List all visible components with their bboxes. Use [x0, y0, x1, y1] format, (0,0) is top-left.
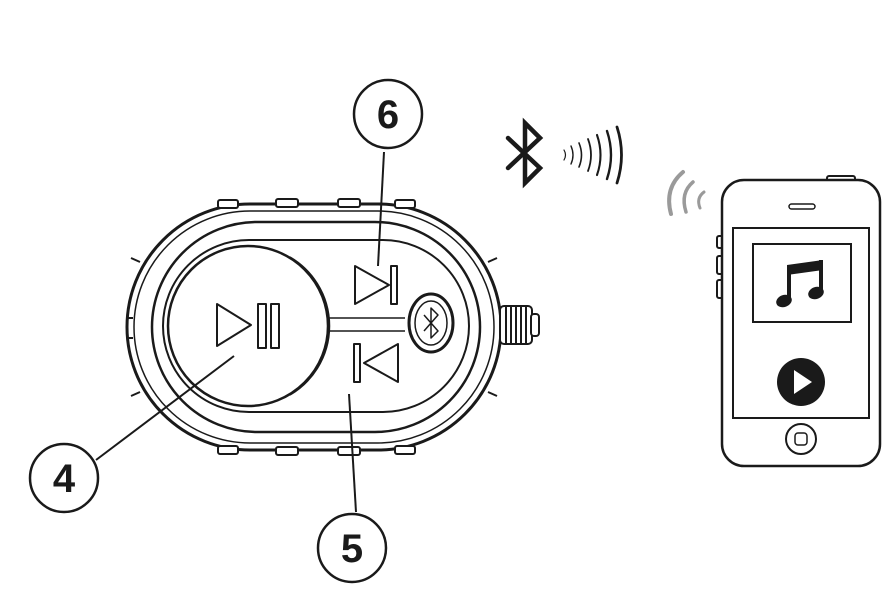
- album-art-box: [752, 243, 852, 323]
- cable-connector: [499, 305, 540, 345]
- play-icon: [794, 370, 812, 394]
- next-track-icon[interactable]: [354, 265, 398, 305]
- play-pause-button-rim: [289, 256, 331, 396]
- bluetooth-signal: [505, 117, 623, 189]
- bluetooth-icon: [505, 117, 544, 189]
- callout-leaders: [95, 151, 385, 513]
- signal-waves-icon: [563, 125, 623, 185]
- phone-signal-icon: [667, 170, 706, 216]
- leader-line-6: [377, 151, 385, 267]
- play-button[interactable]: [777, 358, 825, 406]
- callout-4-number: 4: [53, 457, 76, 501]
- callout-5-number: 5: [341, 527, 363, 571]
- remote-frame-ridge: [133, 210, 495, 444]
- remote-bottom-bumps: [217, 445, 416, 456]
- remote-button-panel: [162, 239, 470, 413]
- callout-5: 5: [316, 512, 388, 584]
- phone-screen: [732, 227, 870, 419]
- remote-top-bumps: [217, 198, 416, 209]
- home-button[interactable]: [785, 423, 817, 455]
- smartphone: [667, 170, 882, 468]
- phone-speaker: [788, 203, 816, 210]
- callout-6: 6: [352, 78, 424, 150]
- bluetooth-icon: [423, 307, 439, 339]
- callout-6-number: 6: [377, 93, 399, 137]
- leader-line-5: [348, 393, 357, 513]
- remote-right-ridges: [487, 257, 498, 397]
- remote-control: [125, 198, 540, 456]
- music-note-icon: [776, 260, 824, 308]
- bluetooth-button[interactable]: [407, 292, 455, 354]
- panel-divider: [327, 317, 405, 332]
- leader-line-4: [95, 355, 235, 461]
- callout-4: 4: [28, 442, 100, 514]
- remote-left-ridges: [127, 257, 141, 397]
- play-pause-icon: [216, 303, 280, 349]
- previous-track-icon[interactable]: [353, 343, 399, 383]
